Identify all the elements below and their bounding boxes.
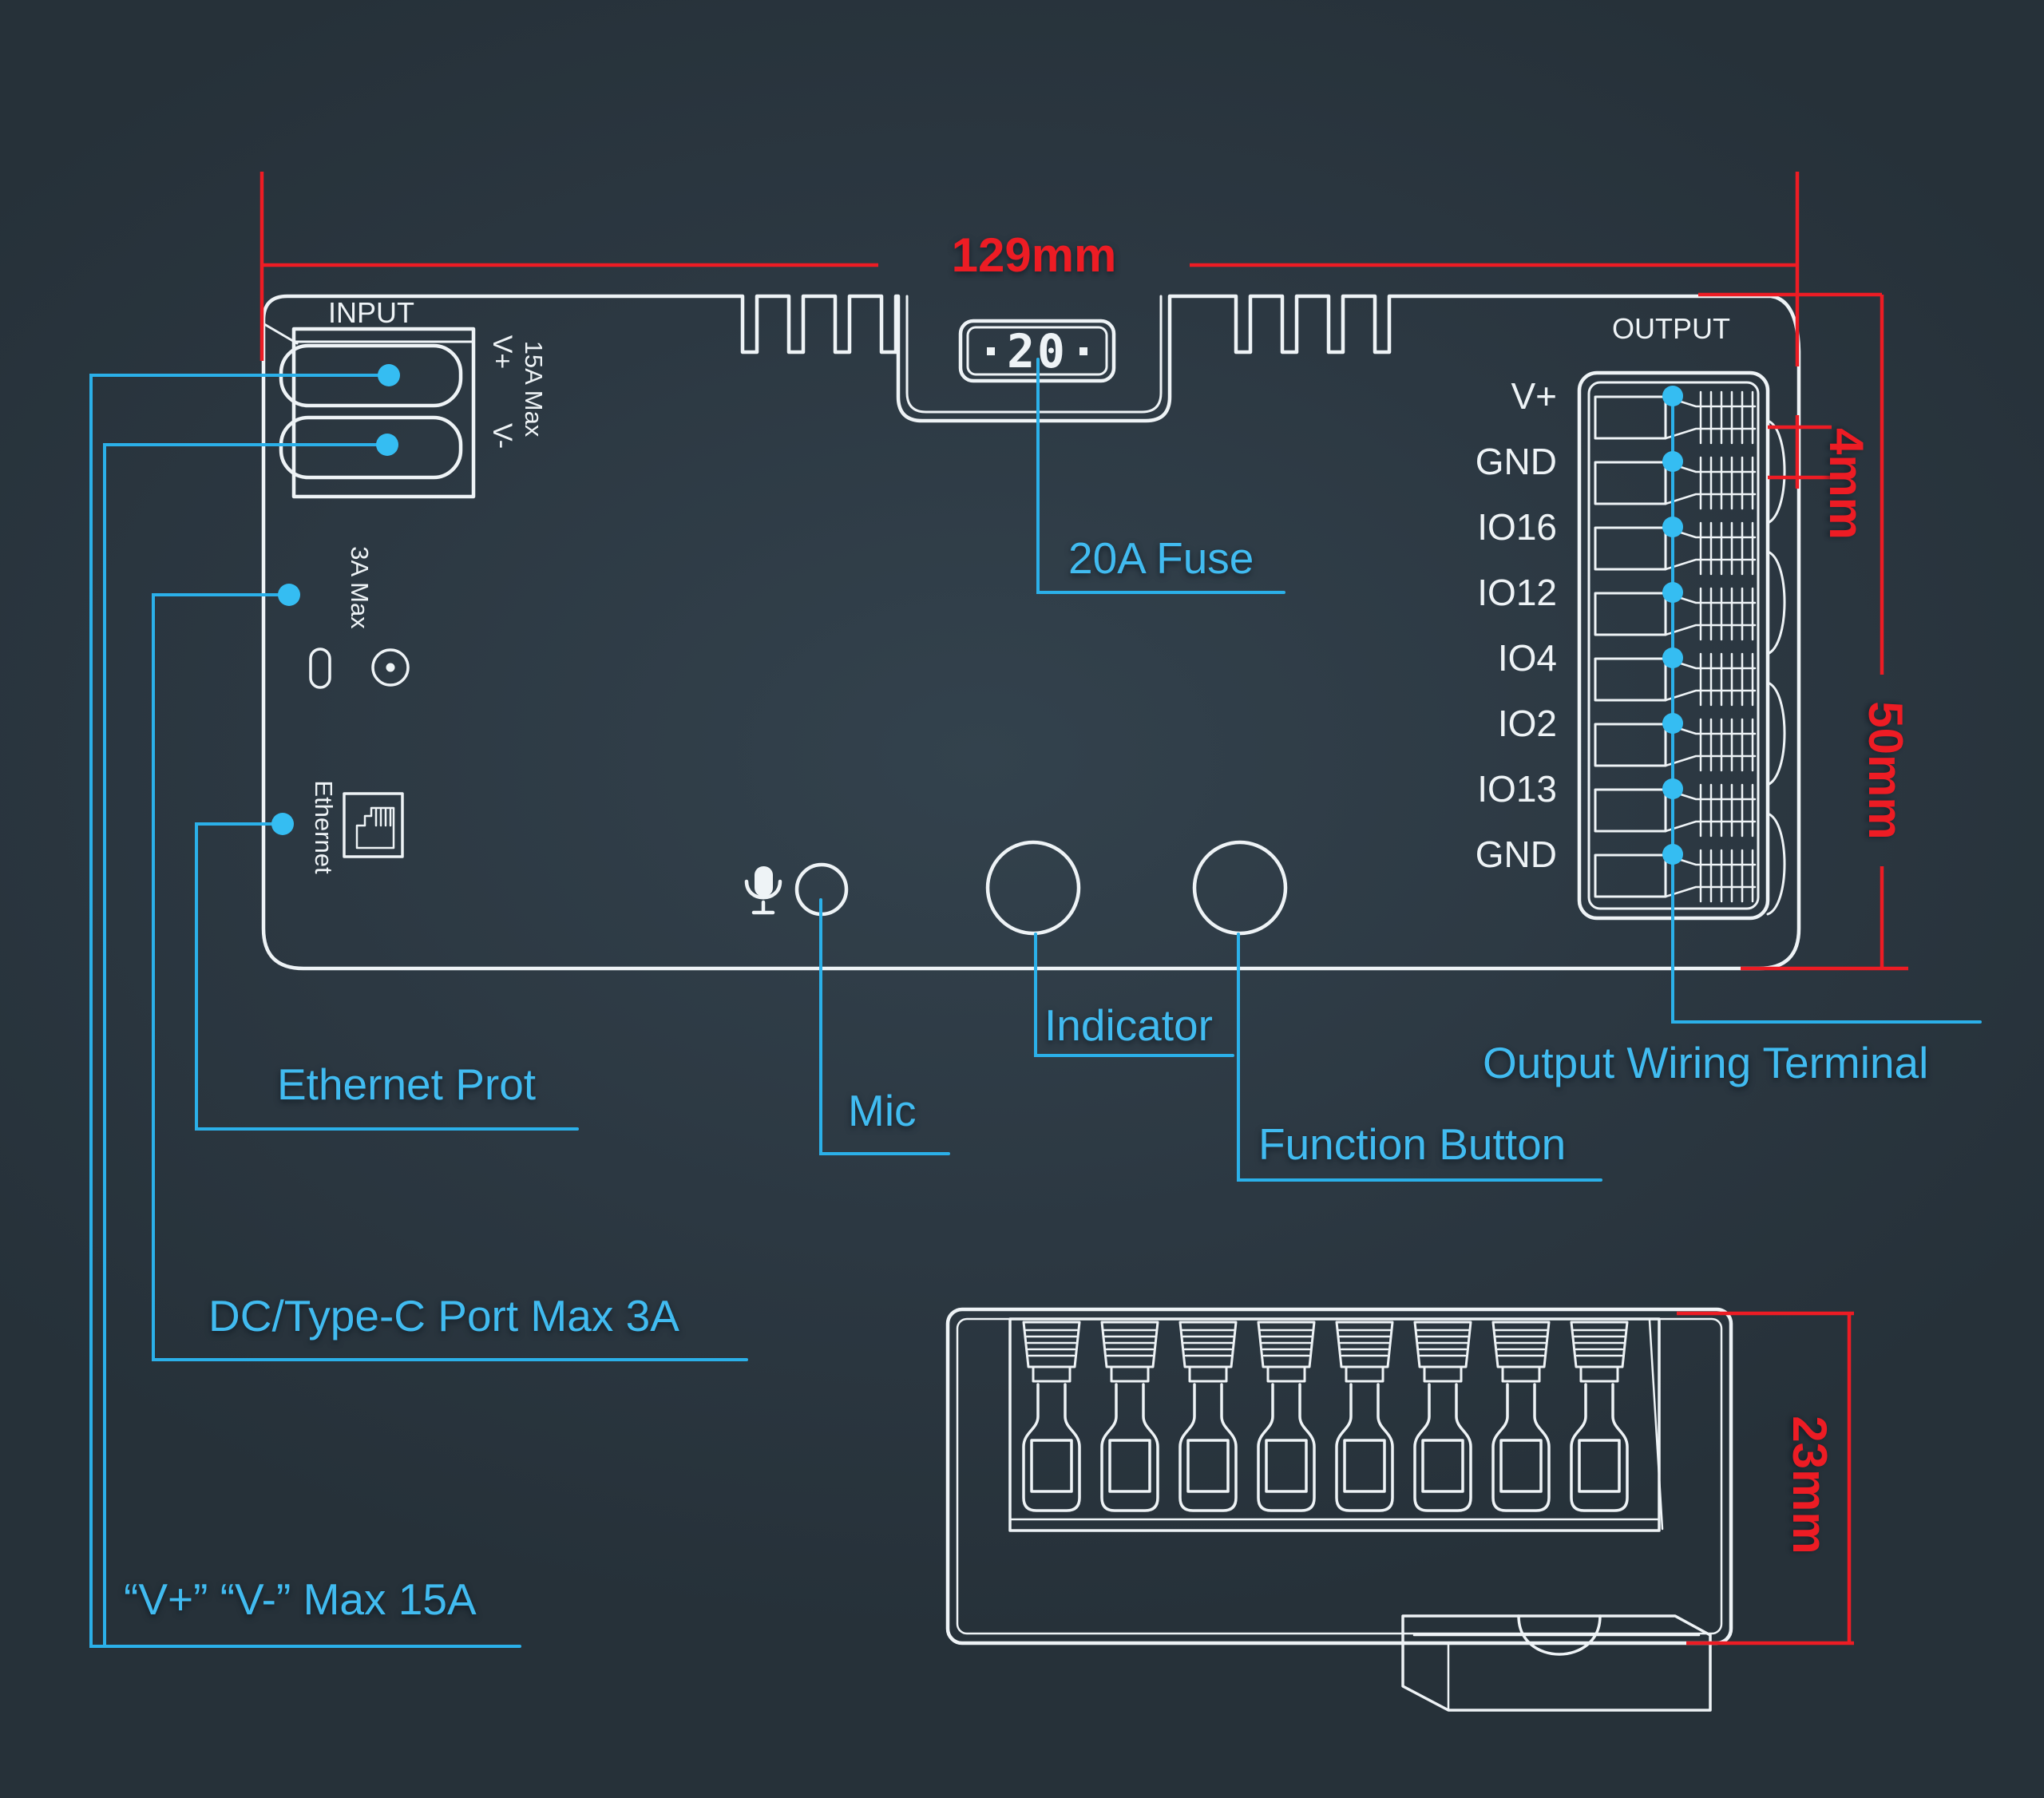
dimension-pitch-4mm: 4mm bbox=[1768, 415, 1873, 540]
callout-lines bbox=[89, 358, 1982, 1648]
port-label-io16: IO16 bbox=[1477, 506, 1557, 548]
callout-dot-ethernet bbox=[271, 813, 294, 835]
top-view-device: 20 INPUT OUTPUT V+ V- 15A Max 3A Max Eth… bbox=[261, 294, 1801, 971]
indicator-led bbox=[985, 840, 1081, 936]
callout-dot-dc bbox=[278, 584, 300, 606]
callout-labels: 20A Fuse Ethernet Prot Mic Indicator Fun… bbox=[124, 533, 1928, 1624]
mic-icon bbox=[744, 866, 782, 915]
bottom-view-device bbox=[945, 1307, 1733, 1712]
port-label-gnd1: GND bbox=[1476, 441, 1557, 482]
dimension-pitch-label: 4mm bbox=[1820, 428, 1873, 540]
dc-rating-label: 3A Max bbox=[346, 546, 374, 629]
fuse-dot-right bbox=[1079, 347, 1087, 355]
dc-jack-pin bbox=[386, 663, 395, 672]
bottom-terminal-face bbox=[1008, 1317, 1661, 1532]
ethernet-port-label: Ethernet bbox=[310, 780, 338, 874]
dc-jack-icon bbox=[371, 648, 410, 687]
fuse-value: 20 bbox=[1007, 324, 1068, 378]
port-label-io13: IO13 bbox=[1477, 768, 1557, 810]
callout-dot-vplus bbox=[378, 364, 400, 386]
fuse-bay-inner bbox=[905, 295, 1163, 414]
port-label-io2: IO2 bbox=[1498, 703, 1557, 744]
input-vplus-label: V+ bbox=[487, 335, 517, 370]
label-indicator: Indicator bbox=[1044, 1000, 1213, 1050]
port-label-io12: IO12 bbox=[1477, 572, 1557, 613]
label-dc-port: DC/Type-C Port Max 3A bbox=[208, 1291, 679, 1341]
dimension-width-label: 129mm bbox=[952, 228, 1117, 282]
input-vminus-label: V- bbox=[487, 423, 517, 449]
function-button bbox=[1192, 840, 1288, 936]
type-c-port-icon bbox=[309, 648, 331, 689]
input-caption: INPUT bbox=[328, 296, 414, 329]
output-terminal-block bbox=[1577, 370, 1786, 921]
port-label-vplus: V+ bbox=[1511, 375, 1557, 417]
din-rail-clip bbox=[1401, 1614, 1712, 1712]
dimension-height-50mm: 50mm bbox=[1698, 292, 1912, 971]
label-output-terminal: Output Wiring Terminal bbox=[1483, 1038, 1928, 1087]
input-rating-label: 15A Max bbox=[520, 341, 548, 438]
dimension-depth-23mm: 23mm bbox=[1677, 1311, 1854, 1646]
label-function-button: Function Button bbox=[1258, 1119, 1566, 1169]
input-slot-vminus bbox=[279, 415, 463, 480]
fuse-dot-left bbox=[987, 347, 995, 355]
label-input-power: “V+” “V-” Max 15A bbox=[124, 1574, 477, 1624]
bottom-terminal-cells bbox=[1022, 1321, 1629, 1512]
label-mic: Mic bbox=[848, 1086, 917, 1135]
label-ethernet: Ethernet Prot bbox=[277, 1059, 536, 1109]
output-caption: OUTPUT bbox=[1612, 312, 1730, 345]
dimension-width-129mm: 129mm bbox=[259, 172, 1800, 366]
input-power-connector bbox=[263, 323, 476, 499]
terminal-side-tabs bbox=[1766, 419, 1786, 916]
dimension-height-label: 50mm bbox=[1859, 701, 1912, 839]
callout-dot-vminus bbox=[376, 434, 398, 456]
port-label-gnd2: GND bbox=[1476, 834, 1557, 875]
dimension-depth-label: 23mm bbox=[1783, 1416, 1836, 1554]
label-fuse: 20A Fuse bbox=[1068, 533, 1254, 583]
port-label-io4: IO4 bbox=[1498, 637, 1557, 679]
device-body-outline bbox=[261, 294, 1801, 971]
rj45-port-icon bbox=[343, 792, 404, 858]
output-port-labels: V+ GND IO16 IO12 IO4 IO2 IO13 GND bbox=[1476, 375, 1557, 875]
